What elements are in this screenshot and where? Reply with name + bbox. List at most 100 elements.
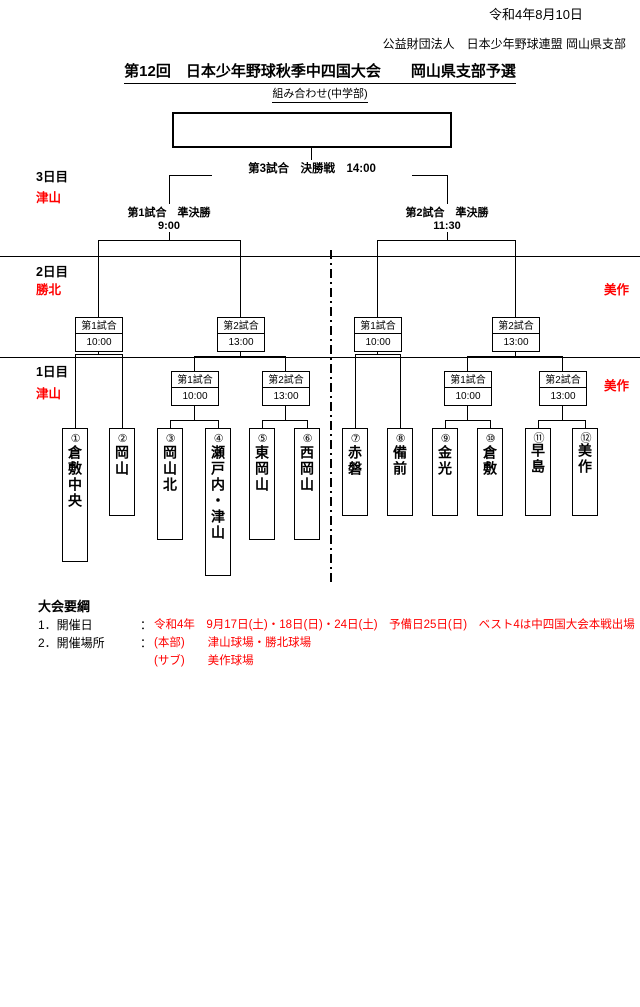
team-text: ⑤東岡山 [252,429,272,539]
outline-item2-label: 2．開催場所 [38,636,105,650]
game-time-day2-left2: 13:00 [217,333,265,352]
day3-venue: 津山 [36,191,62,205]
bracket-line [240,240,241,356]
day2-label: 2日目 [36,265,68,279]
outline-item2-colon: ： [140,636,153,650]
organization-name: 公益財団法人 日本少年野球連盟 岡山県支部 [382,37,626,51]
game-time-day2-left1: 10:00 [75,333,123,352]
outline-item1-label: 1．開催日 [38,618,93,632]
bracket-line [98,240,241,241]
day2-venue-right: 美作 [604,283,630,297]
team-name: 美作 [577,443,593,475]
day1-venue-right: 美作 [604,379,630,393]
bracket-line [538,420,586,421]
team-name: 早島 [530,443,546,475]
team-name: 西岡山 [299,445,315,493]
outline-heading: 大会要綱 [38,599,91,614]
final-game-label: 第3試合 決勝戦 14:00 [212,160,412,176]
team-box-1: ①倉敷中央 [62,428,88,562]
bracket-line [170,420,171,429]
bracket-line [467,356,563,357]
team-text: ⑦赤磐 [345,429,365,515]
bracket-line [355,354,356,430]
section-divider-line [0,256,640,257]
bracket-line [262,420,308,421]
center-dashdot-divider [330,250,332,585]
team-seed: ⑧ [394,432,406,445]
team-text: ⑧備前 [390,429,410,515]
team-name: 岡山北 [162,445,178,493]
team-text: ⑩倉敷 [480,429,500,515]
team-box-8: ⑧備前 [387,428,413,516]
section-divider-line [0,357,640,358]
team-seed: ② [116,432,128,445]
bracket-line [515,240,516,356]
page-title-wrap: 第12回 日本少年野球秋季中四国大会 岡山県支部予選 [0,60,640,84]
day1-label: 1日目 [36,365,68,379]
team-text: ②岡山 [112,429,132,515]
page-subtitle-wrap: 組み合わせ(中学部) [0,84,640,103]
team-box-7: ⑦赤磐 [342,428,368,516]
team-box-6: ⑥西岡山 [294,428,320,540]
semifinal-right-label: 第2試合 準決勝 [372,204,522,220]
semifinal-left-label: 第1試合 準決勝 [94,204,244,220]
team-box-3: ③岡山北 [157,428,183,540]
team-text: ⑪早島 [528,429,548,515]
day3-label: 3日目 [36,170,68,184]
team-box-4: ④瀬戸内・津山 [205,428,231,576]
outline-item2-value1: (本部) 津山球場・勝北球場 [154,637,312,649]
page-subtitle: 組み合わせ(中学部) [272,85,368,103]
team-text: ④瀬戸内・津山 [208,429,228,575]
day2-venue-left: 勝北 [36,283,62,297]
bracket-line [445,420,446,429]
team-name: 金光 [437,445,453,477]
bracket-line [490,420,491,429]
game-time-day1-right1: 10:00 [444,387,492,406]
game-label-day1-right1: 第1試合 [444,371,492,390]
team-box-5: ⑤東岡山 [249,428,275,540]
bracket-line [98,240,99,354]
page-title: 第12回 日本少年野球秋季中四国大会 岡山県支部予選 [124,60,516,84]
team-name: 岡山 [114,445,130,477]
bracket-line [218,420,219,429]
team-text: ⑨金光 [435,429,455,515]
team-seed: ③ [164,432,176,445]
team-seed: ⑨ [439,432,451,445]
bracket-line [122,354,123,430]
team-seed: ① [69,432,81,445]
team-name: 東岡山 [254,445,270,493]
team-box-2: ②岡山 [109,428,135,516]
team-text: ⑥西岡山 [297,429,317,539]
game-time-day1-right2: 13:00 [539,387,587,406]
team-text: ⑫美作 [575,429,595,515]
team-name: 倉敷中央 [67,445,83,509]
team-seed: ⑤ [256,432,268,445]
game-time-day2-right1: 10:00 [354,333,402,352]
team-seed: ④ [212,432,224,445]
day1-venue-left: 津山 [36,387,62,401]
team-seed: ⑦ [349,432,361,445]
bracket-line [307,420,308,429]
bracket-line [262,420,263,429]
bracket-line [75,354,123,355]
bracket-line [538,420,539,429]
game-time-day2-right2: 13:00 [492,333,540,352]
team-box-12: ⑫美作 [572,428,598,516]
outline-item1-colon: ： [140,618,153,632]
team-name: 赤磐 [347,445,363,477]
bracket-line [377,240,516,241]
bracket-line [377,240,378,354]
team-box-9: ⑨金光 [432,428,458,516]
issue-date: 令和4年8月10日 [489,7,583,22]
bracket-line [400,354,401,430]
outline-item2-value2: (サブ) 美作球場 [154,655,254,667]
team-name: 備前 [392,445,408,477]
team-box-11: ⑪早島 [525,428,551,516]
team-name: 瀬戸内・津山 [210,445,226,541]
champion-box [172,112,452,148]
team-name: 倉敷 [482,445,498,477]
bracket-line [445,420,491,421]
team-seed: ⑩ [484,432,496,445]
bracket-line [355,354,401,355]
